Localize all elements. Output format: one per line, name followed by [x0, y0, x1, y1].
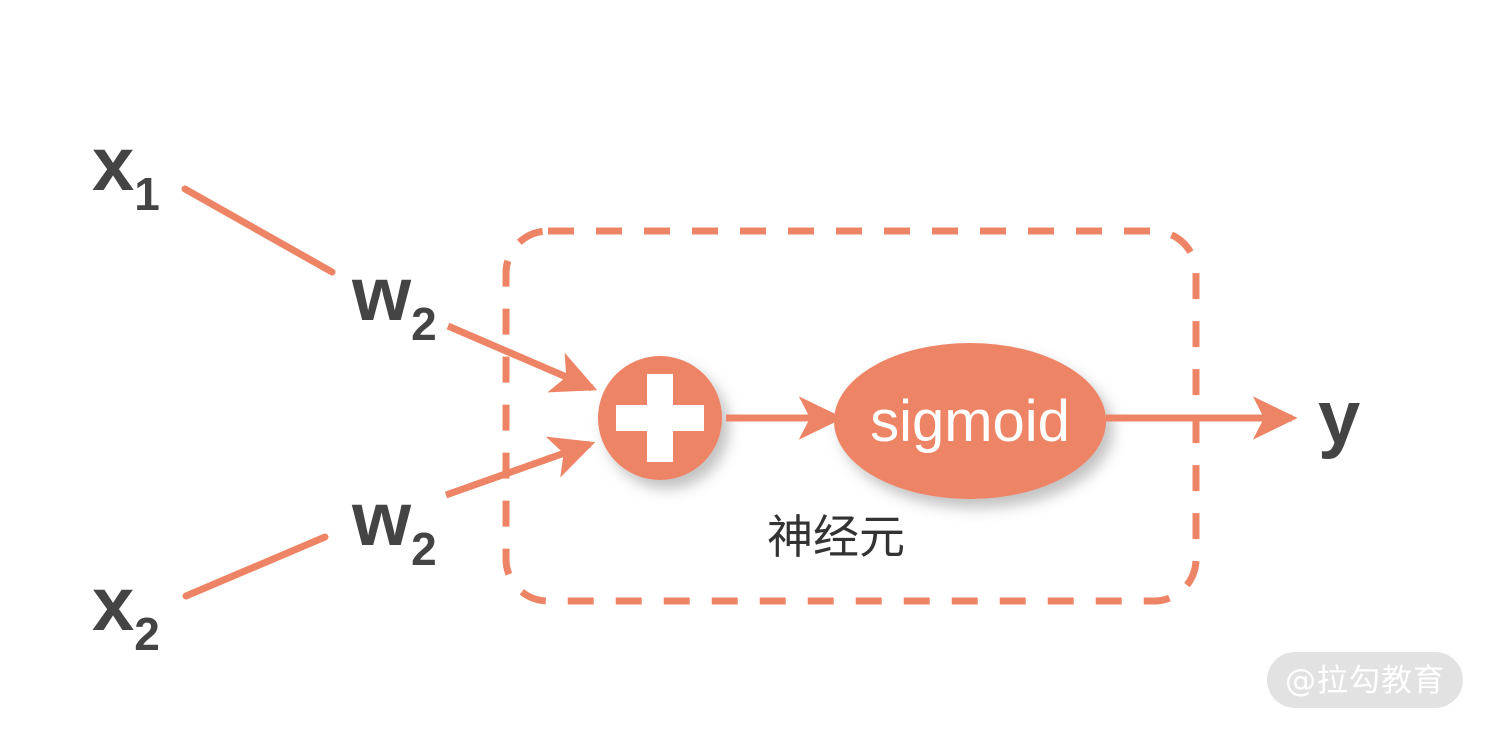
activation-node: sigmoid: [834, 343, 1106, 499]
arrow-wtop-to-sum: [446, 322, 598, 393]
input-x1-label: x1: [92, 122, 160, 220]
plus-icon-vertical-bar: [647, 374, 673, 462]
arrow-wbottom-to-sum: [444, 436, 596, 499]
weight-top-label: w2: [351, 252, 437, 350]
neuron-boundary-caption: 神经元: [767, 510, 905, 564]
watermark: @拉勾教育: [1267, 652, 1463, 708]
weight-bottom-subscript: 2: [411, 523, 437, 575]
weight-top-subscript: 2: [411, 298, 437, 350]
input-x2-base: x: [92, 562, 134, 647]
activation-label: sigmoid: [870, 389, 1070, 454]
input-x2-subscript: 2: [134, 608, 160, 660]
neuron-boundary-box: [502, 227, 1200, 605]
input-x1-base: x: [92, 122, 134, 207]
input-x1-subscript: 1: [134, 168, 160, 220]
summation-node: [598, 356, 722, 480]
weight-top-base: w: [351, 252, 412, 337]
watermark-background: [1267, 652, 1463, 708]
watermark-text: @拉勾教育: [1285, 663, 1445, 699]
input-x2-label: x2: [92, 562, 160, 660]
activation-ellipse: [834, 343, 1106, 499]
weight-bottom-label: w2: [351, 477, 437, 575]
connector-x1-to-wtop: [181, 185, 336, 276]
connector-x2-to-wbottom: [182, 533, 329, 600]
weight-bottom-base: w: [351, 477, 412, 562]
output-y-label: y: [1318, 375, 1360, 460]
